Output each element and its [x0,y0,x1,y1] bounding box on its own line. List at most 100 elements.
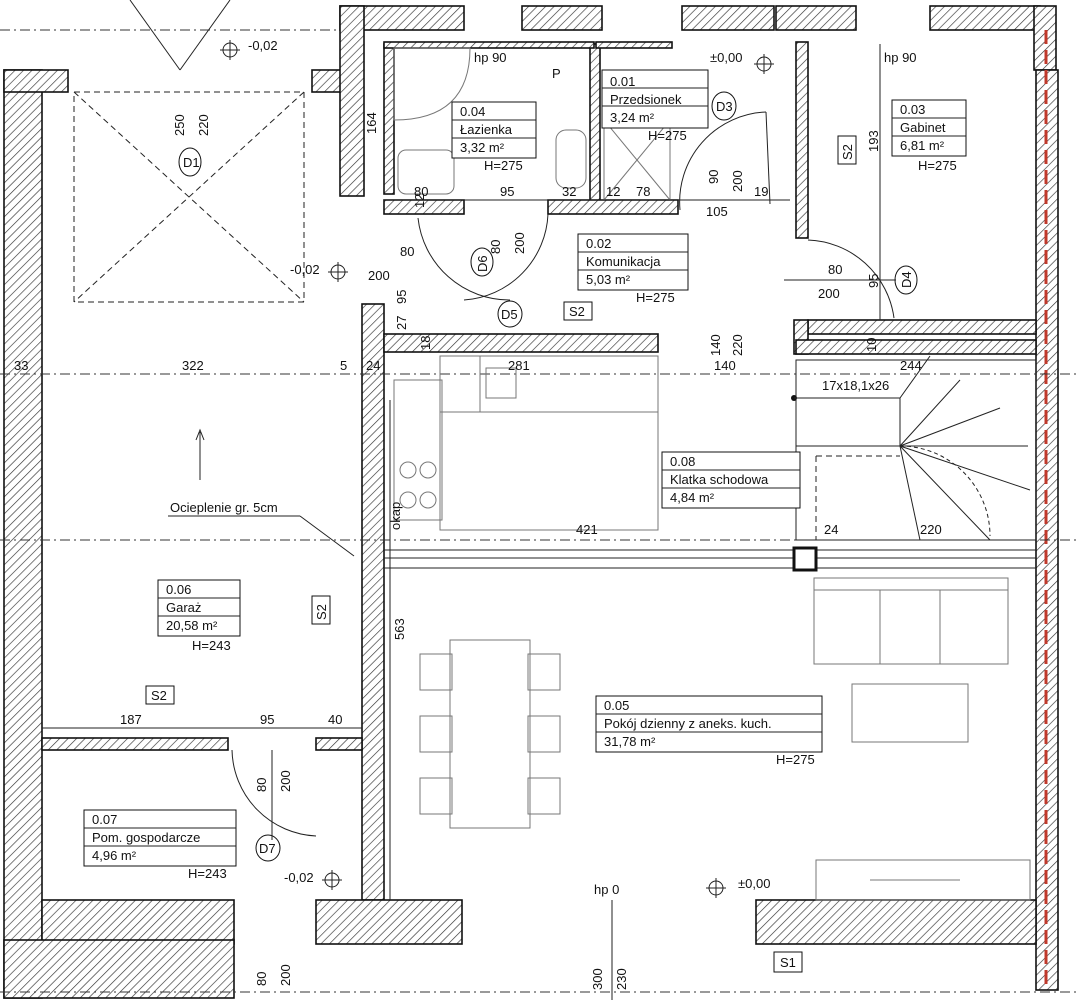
section-s2: S2 [840,144,855,160]
dim: 187 [120,712,142,727]
dim: 95 [866,274,881,288]
room-area: 31,78 m² [604,734,656,749]
room-height: H=275 [636,290,675,305]
room-name: Łazienka [460,122,513,137]
dim: 90 [706,170,721,184]
room-number: 0.05 [604,698,629,713]
dim: 32 [562,184,576,199]
dim: 250 [172,114,187,136]
dim: 40 [328,712,342,727]
door-tag-d4: D4 [899,271,914,288]
dim: 164 [364,112,379,134]
dim: 80 [254,778,269,792]
room-0-06: 0.06 Garaż 20,58 m² H=243 [157,579,241,653]
room-area: 20,58 m² [166,618,218,633]
dim: 200 [278,770,293,792]
room-area: 3,24 m² [610,110,655,125]
dim: 300 [590,968,605,990]
room-name: Garaż [166,600,201,615]
dim: 80 [488,240,503,254]
dim: 200 [278,964,293,986]
dim: 33 [14,358,28,373]
room-0-05: 0.05 Pokój dzienny z aneks. kuch. 31,78 … [595,695,823,767]
hood-note: okap [388,502,403,530]
dim: 24 [366,358,380,373]
dim: 140 [708,334,723,356]
room-0-02: 0.02 Komunikacja 5,03 m² H=275 [577,233,689,305]
dim: 27 [394,316,409,330]
section-s2: S2 [569,304,585,319]
dim: 563 [392,618,407,640]
dim: 80 [254,972,269,986]
dim: 78 [636,184,650,199]
section-s1: S1 [780,955,796,970]
room-name: Komunikacja [586,254,661,269]
room-0-01: 0.01 Przedsionek 3,24 m² H=275 [601,69,709,143]
dim: 220 [730,334,745,356]
dim: 80 [400,244,414,259]
door-tag-d1: D1 [183,155,200,170]
room-number: 0.01 [610,74,635,89]
door-tags: D1 D3 D4 D5 D6 D7 [178,91,918,862]
door-tag-d3: D3 [716,99,733,114]
room-0-08: 0.08 Klatka schodowa 4,84 m² [661,451,801,509]
room-height: H=243 [192,638,231,653]
dim: 200 [512,232,527,254]
room-0-03: 0.03 Gabinet 6,81 m² H=275 [891,99,967,173]
room-number: 0.04 [460,104,485,119]
room-area: 6,81 m² [900,138,945,153]
room-name: Pokój dzienny z aneks. kuch. [604,716,772,731]
stairs-note: 17x18,1x26 [822,378,889,393]
dim: 200 [730,170,745,192]
dim: 80 [828,262,842,277]
dim: 95 [394,290,409,304]
level-garage: -0,02 [248,38,278,53]
level-zero: ±0,00 [710,50,742,65]
dim: 12 [606,184,620,199]
dim: 244 [900,358,922,373]
room-number: 0.08 [670,454,695,469]
dim: 220 [196,114,211,136]
dim: 220 [920,522,942,537]
room-height: H=275 [918,158,957,173]
dim: 200 [818,286,840,301]
section-s2: S2 [314,604,329,620]
level-hp90: hp 90 [474,50,507,65]
room-name: Przedsionek [610,92,682,107]
level-zero: ±0,00 [738,876,770,891]
room-0-07: 0.07 Pom. gospodarcze 4,96 m² H=243 [83,809,237,881]
room-number: 0.06 [166,582,191,597]
level-hp90: hp 90 [884,50,917,65]
level-hp0: hp 0 [594,882,619,897]
room-name: Pom. gospodarcze [92,830,200,845]
furniture [393,47,1031,901]
dim: 19 [754,184,768,199]
dim: 80 [414,184,428,199]
dim: 140 [714,358,736,373]
dim: 5 [340,358,347,373]
level-garage: -0,02 [290,262,320,277]
room-number: 0.03 [900,102,925,117]
dimensions: 33 322 5 24 281 140 244 421 24 220 187 9… [14,44,942,1000]
section-markers: S2 S2 S2 S2 S1 [145,135,857,973]
dim: 10 [864,338,879,352]
level-garage: -0,02 [284,870,314,885]
room-height: H=243 [188,866,227,881]
room-area: 5,03 m² [586,272,631,287]
room-number: 0.07 [92,812,117,827]
room-area: 4,84 m² [670,490,715,505]
stairs [791,355,1037,572]
dim: 200 [368,268,390,283]
dim: 322 [182,358,204,373]
toilet-mark: P [552,66,561,81]
dim: 95 [260,712,274,727]
room-0-04: 0.04 Łazienka 3,32 m² H=275 [451,101,537,173]
dim: 24 [824,522,838,537]
insulation-note: Ocieplenie gr. 5cm [170,500,278,515]
notes: Ocieplenie gr. 5cm 17x18,1x26 okap P [168,66,889,557]
section-s2: S2 [151,688,167,703]
level-marks: -0,02 -0,02 -0,02 ±0,00 ±0,00 hp 90 hp 9… [220,38,917,898]
room-height: H=275 [648,128,687,143]
